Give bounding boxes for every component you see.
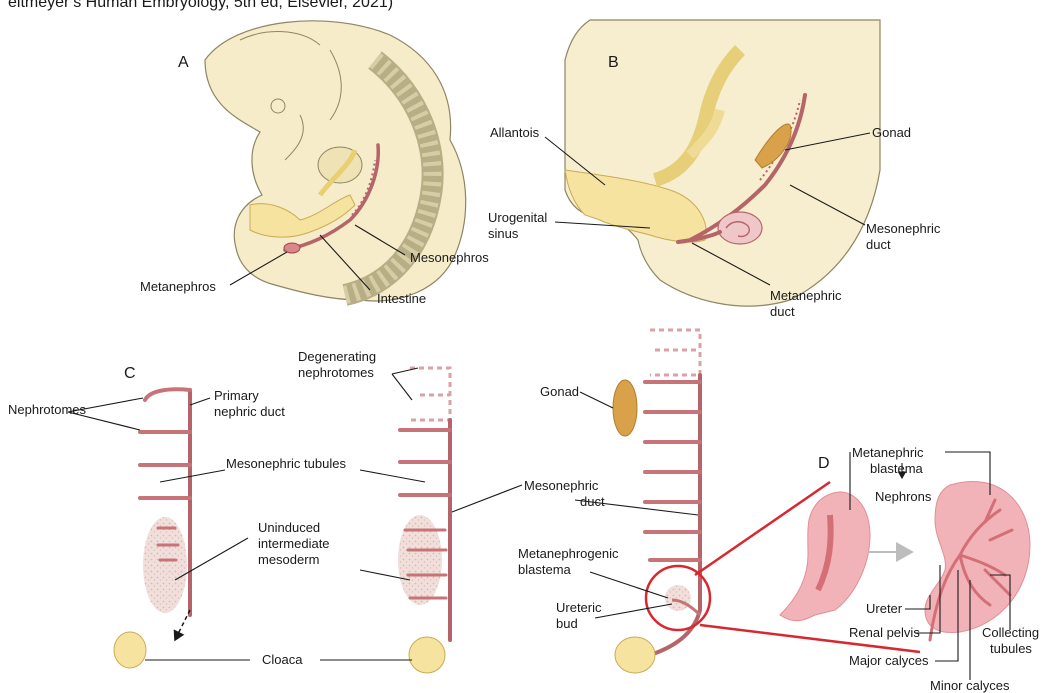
header-citation: eltmeyer’s Human Embryology, 5th ed, Els… [8,0,393,11]
label-mesonephric-duct-b-2: duct [866,237,891,252]
label-metanephric-blastema-2: blastema [870,461,924,476]
label-metanephrogenic-1: Metanephrogenic [518,546,619,561]
label-urogenital-2: sinus [488,226,519,241]
label-cloaca: Cloaca [262,652,303,667]
label-degenerating-2: nephrotomes [298,365,374,380]
label-gonad-c: Gonad [540,384,579,399]
label-mesonephric-duct-c-2: duct [580,494,605,509]
label-major-calyces: Major calyces [849,653,929,668]
panel-c-stage-1 [68,389,250,668]
label-mesonephric-duct-b-1: Mesonephric [866,221,941,236]
label-mesonephros: Mesonephros [410,250,489,265]
label-primary-1: Primary [214,388,259,403]
label-uninduced-3: mesoderm [258,552,319,567]
label-ureteric-2: bud [556,616,578,631]
label-collecting-2: tubules [990,641,1032,656]
label-ureteric-1: Ureteric [556,600,602,615]
panel-b-label: B [608,54,619,71]
panel-d-kidney [695,452,1030,680]
label-metanephric-blastema-1: Metanephric [852,445,924,460]
label-intestine: Intestine [377,291,426,306]
label-renal-pelvis: Renal pelvis [849,625,920,640]
label-mesonephric-duct-c-1: Mesonephric [524,478,599,493]
label-gonad-b: Gonad [872,125,911,140]
panel-c-label: C [124,365,136,382]
label-metanephrogenic-2: blastema [518,562,572,577]
label-metanephros: Metanephros [140,279,216,294]
label-ureter: Ureter [866,601,903,616]
label-primary-2: nephric duct [214,404,285,419]
label-minor-calyces: Minor calyces [930,678,1010,693]
label-mesonephric-tubules: Mesonephric tubules [226,456,346,471]
panel-b-section [545,20,880,306]
label-degenerating-1: Degenerating [298,349,376,364]
label-uninduced-2: intermediate [258,536,330,551]
label-metanephric-duct-2: duct [770,304,795,319]
label-nephrotomes: Nephrotomes [8,402,87,417]
panel-a-label: A [178,54,189,71]
panel-d-label: D [818,455,830,472]
panel-c-stage-2 [320,368,522,673]
label-uninduced-1: Uninduced [258,520,320,535]
label-nephrons: Nephrons [875,489,932,504]
label-metanephric-duct-1: Metanephric [770,288,842,303]
label-collecting-1: Collecting [982,625,1039,640]
label-allantois: Allantois [490,125,540,140]
label-urogenital-1: Urogenital [488,210,547,225]
